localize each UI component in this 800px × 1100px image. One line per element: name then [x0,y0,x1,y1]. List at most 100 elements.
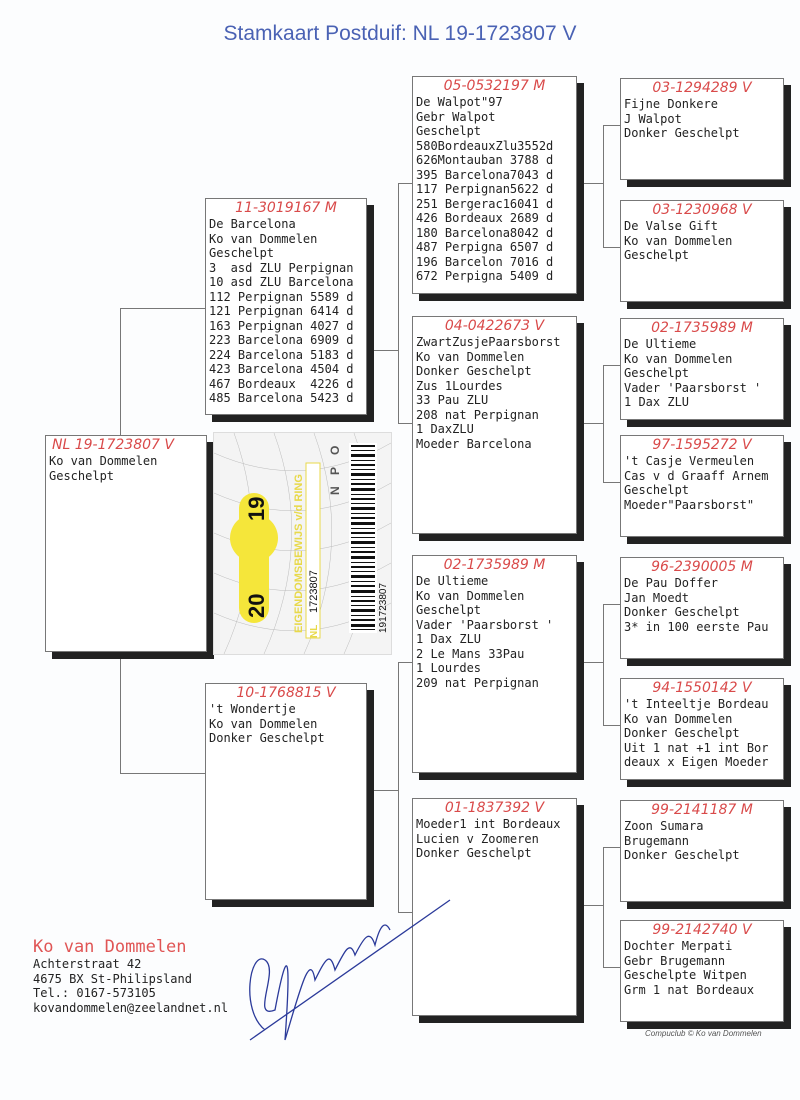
pedigree-line: 580BordeauxZlu3552d [416,138,554,153]
pedigree-line: Moeder"Paarsborst" [624,497,755,512]
pedigree-line: Vader 'Paarsborst ' [416,617,554,632]
connector [365,350,398,351]
connector [603,847,604,967]
ring-number: 96-2390005 M [651,559,753,575]
ring-number: 05-0532197 M [443,78,546,94]
pedigree-line: Geschelpt [624,248,690,262]
pedigree-line: 395 Barcelona7043 d [416,167,554,182]
ring-year-a: 20 [244,594,269,618]
ring-number: 10-1768815 V [236,685,336,701]
connector [575,423,603,424]
pedigree-line: Jan Moedt [624,590,690,605]
connector [603,247,620,248]
pedigree-line: Ko van Dommelen [624,233,733,248]
owner-address-line: Achterstraat 42 [33,957,142,971]
pedigree-line: De Valse Gift [624,219,718,233]
pedigree-line: Vader 'Paarsborst ' [624,380,762,395]
pedigree-line: Brugemann [624,833,690,848]
connector [120,308,121,435]
ring-card-country: NL [309,625,320,638]
pedigree-line: Donker Geschelpt [209,731,325,745]
org-letter: P [328,467,342,475]
pedigree-line: 224 Barcelona 5183 d [209,347,354,362]
connector [398,183,399,423]
connector [603,725,620,726]
connector [603,604,604,725]
pedigree-line: Uit 1 nat +1 int Bor [624,740,769,755]
ring-card-number: 1723807 [308,570,320,613]
pedigree-line: Donker Geschelpt [416,364,532,378]
ring-number: 02-1735989 M [443,557,546,573]
connector [120,773,205,774]
pedigree-line: Donker Geschelpt [624,605,740,619]
ring-number: 02-1735989 M [651,320,753,336]
pedigree-line: Dochter Merpati [624,939,733,953]
ring-number: 01-1837392 V [444,800,545,816]
connector [398,662,412,663]
pedigree-line: 467 Bordeaux 4226 d [209,376,354,391]
pedigree-line: deaux x Eigen Moeder [624,755,769,769]
pedigree-line: Donker Geschelpt [624,126,740,140]
ring-number: 99-2141187 M [651,802,753,818]
pedigree-line: De Pau Doffer [624,576,718,590]
ring-number: 94-1550142 V [652,680,752,696]
owner-phone: Tel.: 0167-573105 [33,986,156,1000]
pedigree-line: Ko van Dommelen [49,454,158,468]
pedigree-line: 487 Perpigna 6507 d [416,240,554,254]
pedigree-line: Ko van Dommelen [624,351,733,366]
pedigree-line: 208 nat Perpignan [416,407,539,422]
ring-number: 03-1294289 V [652,80,752,96]
pedigree-line: 163 Perpignan 4027 d [209,318,354,333]
pedigree-line: 1 Dax ZLU [624,395,690,409]
pedigree-line: Ko van Dommelen [209,231,318,246]
org-letter: N [328,486,342,495]
pedigree-line: 10 asd ZLU Barcelona [209,275,354,289]
connector [575,662,603,663]
owner-email[interactable]: kovandommelen@zeelandnet.nl [33,1000,229,1015]
connector [120,308,205,309]
ring-card-barcode-number: 191723807 [378,583,389,633]
pedigree-line: Ko van Dommelen [209,716,318,731]
page-title: Stamkaart Postduif: NL 19-1723807 V [223,22,577,45]
pedigree-line: 1 Dax ZLU [416,632,482,646]
connector [603,365,620,366]
pedigree-line: Fijne Donkere [624,97,718,111]
org-letter: O [328,446,342,455]
pedigree-line: 223 Barcelona 6909 d [209,333,354,347]
pedigree-line: Geschelpt [49,468,115,483]
pedigree-line: 626Montauban 3788 d [416,153,554,167]
signature [249,899,451,1041]
connector [603,967,620,968]
pedigree-line: 251 Bergerac16041 d [416,196,554,211]
pedigree-line: De Ultieme [416,574,489,588]
pedigree-line: De Barcelona [209,217,296,231]
connector [603,125,604,247]
pedigree-line: 209 nat Perpignan [416,675,539,690]
pedigree-line: 485 Barcelona 5423 d [209,391,354,405]
connector [603,482,620,483]
connector [575,183,603,184]
pedigree-line: 2 Le Mans 33Pau [416,646,525,661]
pedigree-line: Gebr Walpot [416,109,496,124]
ring-number: 97-1595272 V [652,437,752,453]
connector [120,650,121,773]
connector [603,604,620,605]
pedigree-line: 121 Perpignan 6414 d [209,304,354,318]
ring-emblem [230,514,278,562]
barcode-icon [351,445,375,630]
owner-block: Ko van Dommelen Achterstraat 42 4675 BX … [33,937,228,1015]
connector [603,365,604,482]
ring-number: 03-1230968 V [652,202,752,218]
pedigree-line: Ko van Dommelen [624,711,733,726]
